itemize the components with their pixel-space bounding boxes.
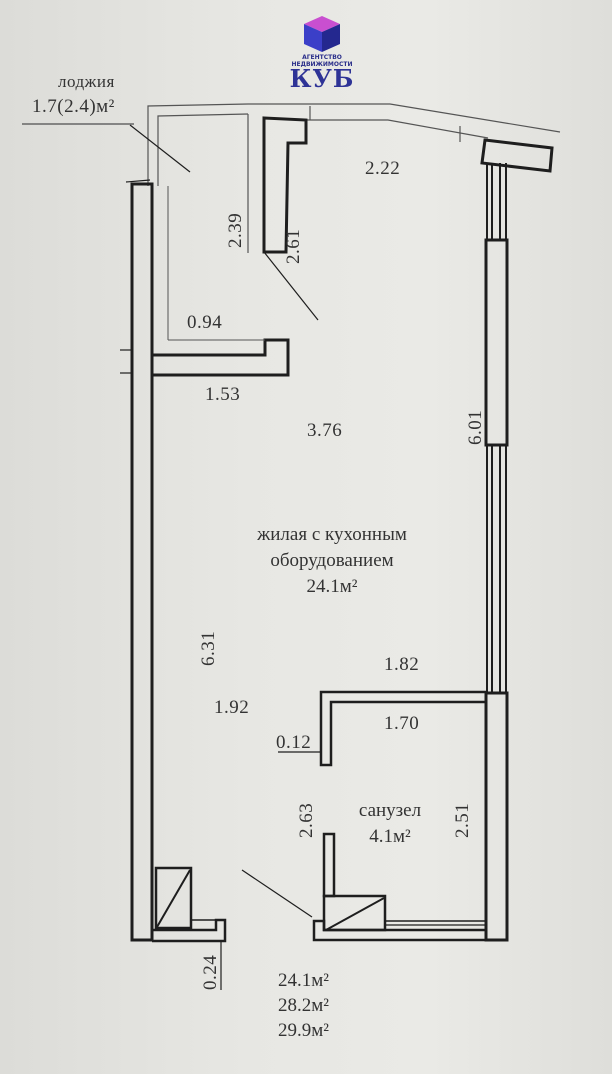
dim-1-53: 1.53	[205, 384, 241, 405]
dim-2-63: 2.63	[296, 802, 317, 838]
agency-logo: АГЕНТСТВО НЕДВИЖИМОСТИ КУБ	[282, 14, 362, 93]
room-living-name-2: оборудованием	[270, 550, 394, 571]
loggia-label: лоджия	[58, 72, 115, 91]
dim-0-12: 0.12	[276, 732, 312, 753]
dim-1-92: 1.92	[214, 697, 250, 718]
left-exterior-wall	[130, 182, 154, 942]
door-swing-entry	[241, 869, 313, 918]
dim-2-61: 2.61	[283, 228, 304, 264]
right-exterior-wall-window	[484, 163, 509, 942]
loggia-outline	[147, 103, 561, 253]
dim-0-24: 0.24	[200, 954, 221, 990]
dim-6-01: 6.01	[465, 409, 486, 445]
room-bathroom-name: санузел	[358, 800, 422, 821]
dim-0-94: 0.94	[187, 312, 223, 333]
dim-2-22: 2.22	[365, 158, 401, 179]
total-living-area: 24.1м²	[278, 970, 329, 991]
logo-subtitle-1: АГЕНТСТВО	[302, 54, 342, 61]
room-living-area: 24.1м²	[306, 576, 358, 597]
room-living-name-1: жилая с кухонным	[257, 524, 407, 545]
loggia-area: 1.7(2.4)м²	[32, 96, 115, 117]
bathroom-partition-wall	[319, 690, 488, 767]
dim-2-51: 2.51	[452, 802, 473, 838]
logo-brand: КУБ	[289, 64, 355, 93]
dim-1-70: 1.70	[384, 713, 420, 734]
bottom-wall-right	[312, 919, 488, 942]
door-swing-upper	[263, 251, 319, 321]
bottom-wall-left	[152, 918, 227, 943]
room-bathroom: санузел 4.1м²	[340, 798, 440, 850]
logo-subtitle-2: НЕДВИЖИМОСТИ	[291, 61, 353, 68]
cube-logo-icon	[304, 16, 340, 52]
room-living: жилая с кухонным оборудованием 24.1м²	[212, 522, 452, 600]
dim-2-39: 2.39	[225, 212, 246, 248]
loggia-divider-wall	[152, 338, 290, 377]
loggia-pointer	[129, 124, 191, 173]
total-area-with-loggia: 29.9м²	[278, 1020, 329, 1041]
left-shaft	[154, 866, 193, 930]
dim-3-76: 3.76	[307, 420, 343, 441]
bathroom-shaft	[322, 894, 387, 932]
area-totals: 24.1м² 28.2м² 29.9м²	[278, 968, 329, 1043]
dim-6-31: 6.31	[198, 630, 219, 666]
bathroom-door-jamb	[322, 832, 336, 898]
top-right-wall	[480, 138, 554, 173]
total-area: 28.2м²	[278, 995, 329, 1016]
dim-1-82: 1.82	[384, 654, 420, 675]
room-bathroom-area: 4.1м²	[369, 826, 411, 847]
